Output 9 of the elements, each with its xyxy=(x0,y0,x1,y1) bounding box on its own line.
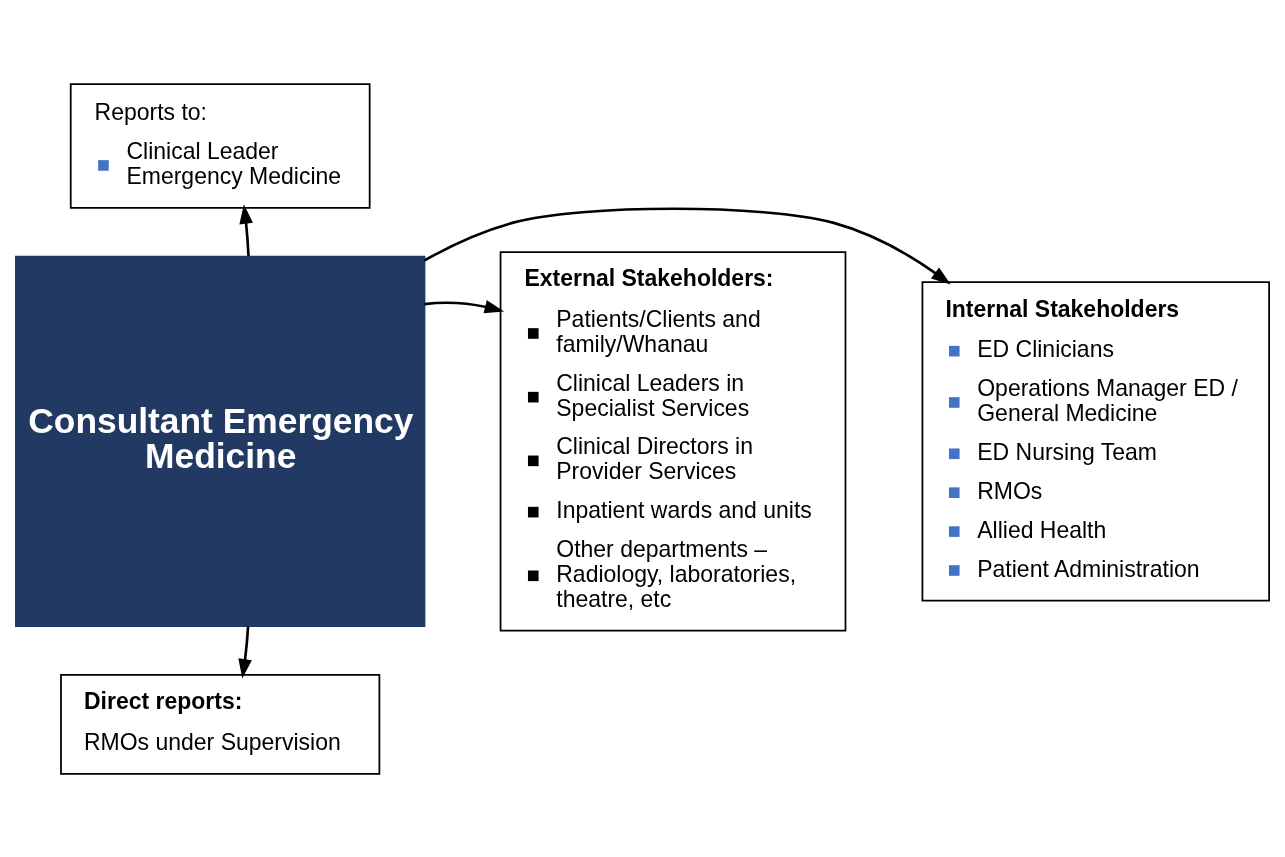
node-box: Reports to: Clinical Leader Emergency Medicine xyxy=(69,82,371,209)
arrow xyxy=(424,299,505,313)
node-box: Direct reports: RMOs under Supervision xyxy=(60,673,381,775)
node-box: Consultant Emergency Medicine xyxy=(15,255,426,627)
node-box: External Stakeholders: Patients/Clients and family/Whanau Clinical Leaders in Specialist Services Clinical Directors in Provider Services Inpatient wards and units Other departments – Radiology, laboratories, theatre, etc xyxy=(499,250,847,632)
arrow xyxy=(423,206,951,284)
node-box: Internal Stakeholders ED Clinicians Operations Manager ED / General Medicine ED Nursing Team RMOs Allied Health Patient Administration xyxy=(921,280,1270,601)
arrow xyxy=(239,203,253,256)
arrow xyxy=(238,625,252,679)
